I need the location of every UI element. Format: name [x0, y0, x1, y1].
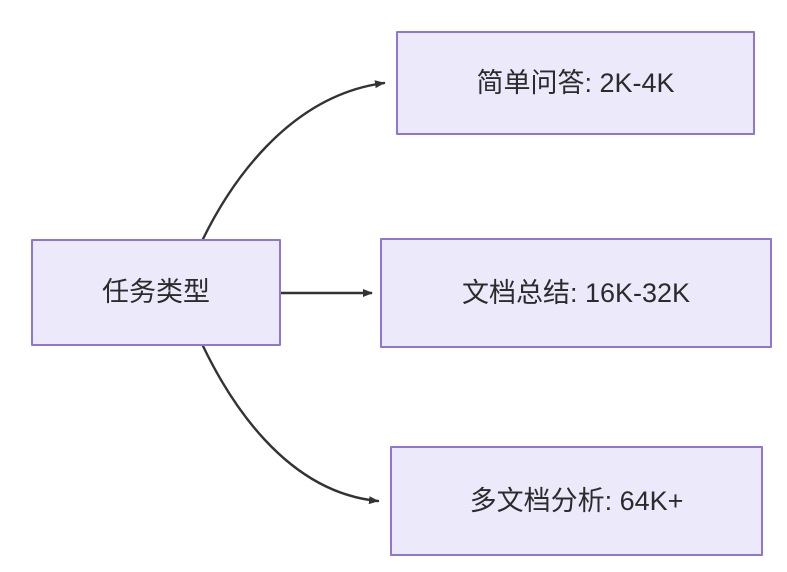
node-multi-doc[interactable]: 多文档分析: 64K+ [390, 446, 763, 556]
node-task-type[interactable]: 任务类型 [31, 239, 281, 346]
edge-root-to-simple-qa [201, 80, 386, 241]
node-doc-summary-label: 文档总结: 16K-32K [461, 277, 691, 308]
node-doc-summary[interactable]: 文档总结: 16K-32K [380, 238, 772, 348]
edge-root-to-multi-doc [201, 344, 380, 505]
node-multi-doc-label: 多文档分析: 64K+ [469, 485, 684, 516]
node-simple-qa[interactable]: 简单问答: 2K-4K [396, 31, 755, 135]
node-simple-qa-label: 简单问答: 2K-4K [476, 67, 675, 98]
node-task-type-label: 任务类型 [102, 277, 210, 308]
